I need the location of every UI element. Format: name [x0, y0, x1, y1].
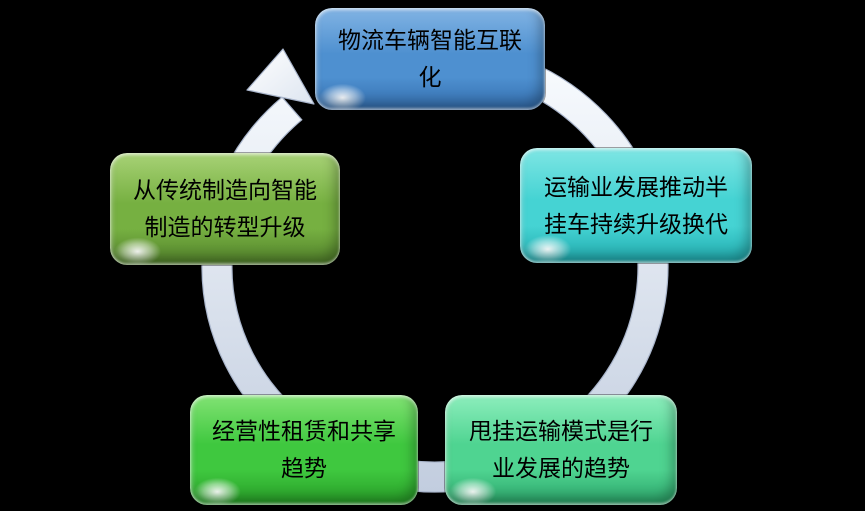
node-text: 经营性租赁和共享 趋势 [212, 413, 396, 487]
node-text-line: 经营性租赁和共享 [212, 418, 396, 444]
node-text-line: 业发展的趋势 [492, 455, 630, 481]
node-text: 运输业发展推动半 挂车持续升级换代 [544, 169, 728, 243]
cycle-node-right: 运输业发展推动半 挂车持续升级换代 [520, 148, 752, 263]
node-text-line: 物流车辆智能互联 [338, 27, 522, 53]
node-text-line: 运输业发展推动半 [544, 173, 728, 200]
cycle-node-left: 从传统制造向智能 制造的转型升级 [110, 153, 340, 265]
cycle-node-bottom-right: 甩挂运输模式是行 业发展的趋势 [445, 395, 677, 505]
cycle-node-top: 物流车辆智能互联 化 [315, 8, 545, 110]
node-text-line: 制造的转型升级 [144, 214, 306, 240]
node-text-line: 化 [418, 64, 442, 90]
node-text-line: 趋势 [281, 455, 327, 481]
node-text: 甩挂运输模式是行 业发展的趋势 [469, 413, 653, 487]
cycle-arrow-head-icon [246, 48, 315, 105]
node-text: 从传统制造向智能 制造的转型升级 [133, 172, 317, 246]
node-text-line: 挂车持续升级换代 [544, 210, 728, 237]
node-text-line: 甩挂运输模式是行 [469, 418, 653, 444]
cycle-node-bottom-left: 经营性租赁和共享 趋势 [190, 395, 418, 505]
node-text-line: 从传统制造向智能 [133, 177, 317, 203]
node-text: 物流车辆智能互联 化 [338, 22, 522, 96]
